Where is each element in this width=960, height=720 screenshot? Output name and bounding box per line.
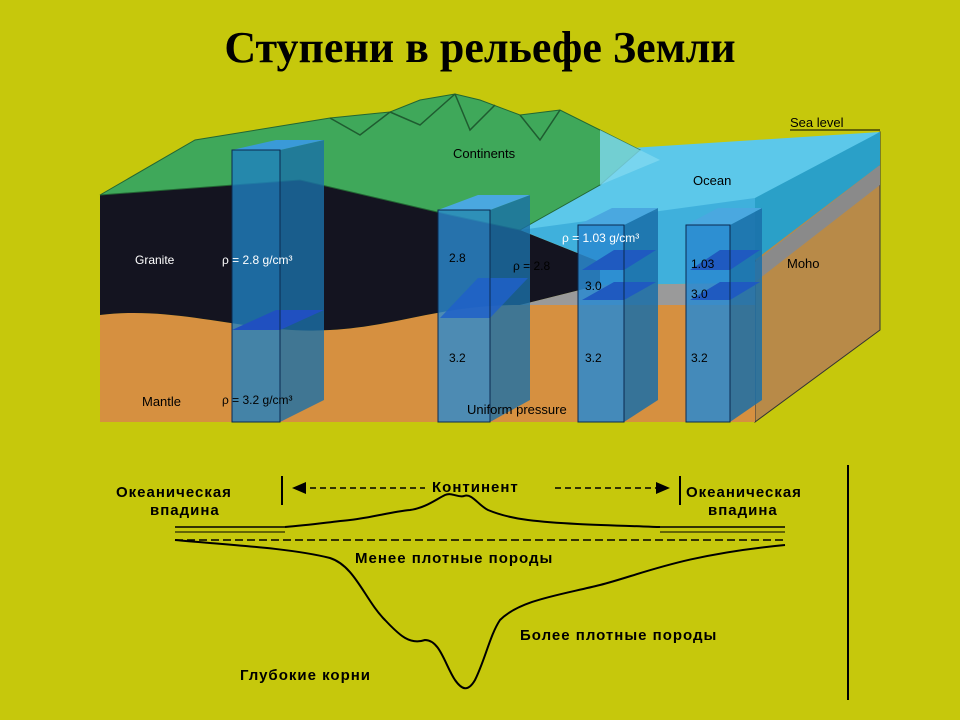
- uniform-pressure-label: Uniform pressure: [467, 402, 567, 417]
- column-3-mid-value: 3.0: [585, 279, 602, 293]
- column-1: [231, 140, 324, 423]
- more-dense-rocks-label: Более плотные породы: [520, 627, 717, 644]
- column-3-slab-bottom: [582, 282, 656, 300]
- mantle-density-label: ρ = 3.2 g/cm³: [222, 393, 293, 407]
- right-trench-label-2: впадина: [708, 502, 778, 519]
- less-dense-rocks-label: Менее плотные породы: [355, 550, 553, 567]
- column-2-slab: [440, 278, 528, 318]
- column-2-bottom-value: 3.2: [449, 351, 466, 365]
- column-4-slab-bottom: [690, 282, 760, 300]
- crust-density-label: ρ = 2.8: [513, 259, 551, 273]
- left-trench-label-2: впадина: [150, 502, 220, 519]
- column-3-bottom-value: 3.2: [585, 351, 602, 365]
- continents-label: Continents: [453, 146, 516, 161]
- column-3-slab-top: [582, 250, 656, 270]
- continent-surface-profile: [284, 493, 661, 528]
- column-4-slab-top: [690, 250, 760, 270]
- continent-arrowhead-left: [292, 482, 306, 494]
- slide-title: Ступени в рельефе Земли: [224, 23, 736, 72]
- sea-level-label: Sea level: [790, 115, 844, 130]
- continent-label: Континент: [432, 479, 519, 496]
- block-right-ocean-face: [755, 132, 880, 260]
- column-3: [577, 208, 658, 423]
- block-right-moho-face: [755, 165, 880, 282]
- column-2: [437, 195, 530, 423]
- granite-label: Granite: [135, 253, 175, 267]
- deep-roots-label: Глубокие корни: [240, 667, 371, 684]
- column-1-slab: [232, 310, 324, 330]
- continent-arrowhead-right: [656, 482, 670, 494]
- right-trench-label-1: Океаническая: [686, 484, 802, 501]
- water-density-label: ρ = 1.03 g/cm³: [562, 231, 639, 245]
- column-4: [685, 208, 762, 423]
- granite-density-label: ρ = 2.8 g/cm³: [222, 253, 293, 267]
- column-4-mid-value: 3.0: [691, 287, 708, 301]
- ocean-label: Ocean: [693, 173, 731, 188]
- column-4-top-value: 1.03: [691, 257, 715, 271]
- mountain-ridges: [329, 93, 561, 142]
- left-trench-label-1: Океаническая: [116, 484, 232, 501]
- moho-label: Moho: [787, 256, 820, 271]
- deep-roots-profile: [174, 539, 786, 690]
- continental-shelf: [600, 130, 660, 185]
- column-2-top-value: 2.8: [449, 251, 466, 265]
- mantle-label: Mantle: [142, 394, 181, 409]
- column-4-bottom-value: 3.2: [691, 351, 708, 365]
